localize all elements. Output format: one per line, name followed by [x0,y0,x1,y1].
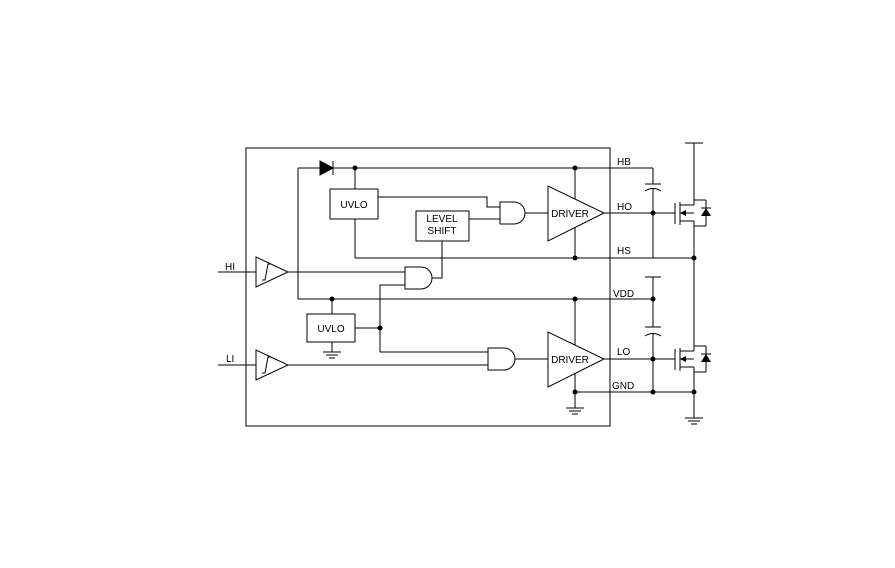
level-shift-label-1: LEVEL [426,214,458,225]
high-side-mosfet [674,199,711,258]
vdd-capacitor [644,276,662,392]
pin-label-vdd: VDD [613,289,634,300]
ground-icon [566,407,584,415]
pin-label-lo: LO [617,347,631,358]
driver-low-label: DRIVER [551,355,589,366]
uvlo-high-label: UVLO [340,200,367,211]
level-shift-label-2: SHIFT [428,226,457,237]
and-gate-low [487,347,516,371]
uvlo-low-box [306,313,356,343]
pin-label-ho: HO [617,202,632,213]
driver-high-triangle [547,185,606,242]
pin-label-hi: HI [225,262,235,273]
bootstrap-capacitor [644,168,662,258]
uvlo-low-label: UVLO [317,324,344,335]
ground-icon [323,351,341,359]
uvlo-high-box [329,188,379,220]
pin-label-li: LI [226,354,234,365]
and-gate-middle [404,266,433,290]
pin-label-hs: HS [617,246,631,257]
pin-label-gnd: GND [612,381,634,392]
bootstrap-diode [298,160,335,176]
level-shift-box [415,210,470,242]
driver-high-label: DRIVER [551,209,589,220]
hi-schmitt-buffer [255,256,290,288]
ground-icon [685,417,703,425]
ic-outline [245,147,611,427]
low-side-mosfet [674,345,711,418]
driver-low-triangle [547,331,606,388]
pin-label-hb: HB [617,157,631,168]
and-gate-high [499,201,526,225]
li-schmitt-buffer [255,349,290,381]
